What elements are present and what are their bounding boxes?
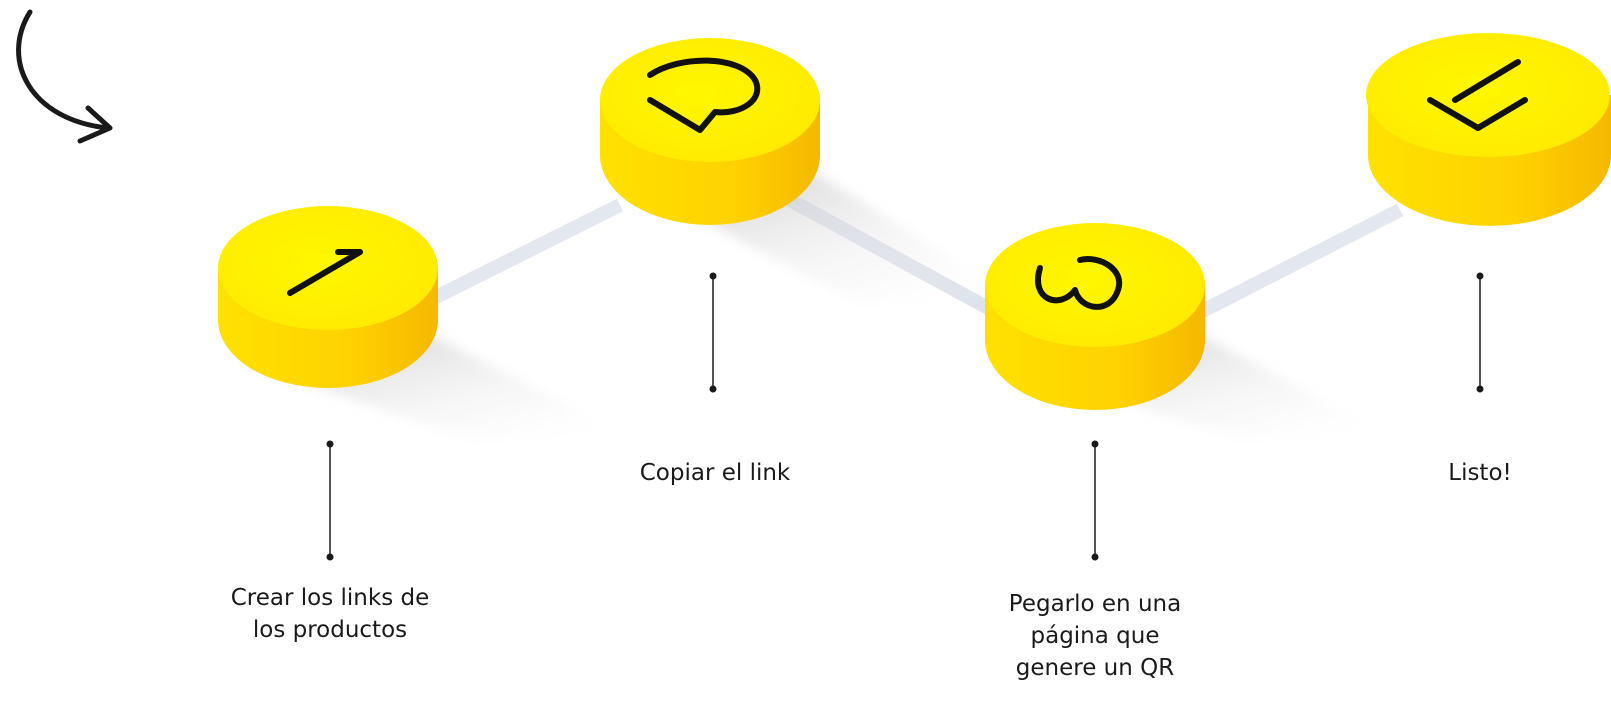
leader-dot bbox=[1476, 385, 1484, 393]
leader-dot bbox=[1476, 272, 1484, 280]
leader-dot bbox=[326, 440, 334, 448]
step-caption-2: Copiar el link bbox=[639, 460, 791, 486]
numeral-4-icon bbox=[1427, 59, 1528, 131]
step-disc-2 bbox=[600, 38, 820, 225]
curved-arrow-icon bbox=[16, 9, 113, 144]
step-disc-4 bbox=[1366, 33, 1611, 226]
step-disc-3 bbox=[985, 223, 1205, 410]
numeral-3-icon bbox=[1035, 256, 1123, 310]
leader-dot bbox=[709, 385, 717, 393]
leader-dot bbox=[1091, 553, 1099, 561]
leader-lines bbox=[329, 276, 1481, 557]
step-caption-1: Crear los links de los productos bbox=[230, 585, 430, 643]
numeral-2-icon bbox=[647, 57, 761, 133]
step-caption-4: Listo! bbox=[1448, 460, 1512, 486]
connector-3-4 bbox=[1181, 203, 1404, 327]
step-disc-1 bbox=[218, 206, 438, 388]
leader-dots bbox=[326, 272, 1484, 561]
leader-dot bbox=[326, 553, 334, 561]
leader-dot bbox=[1091, 440, 1099, 448]
leader-dot bbox=[709, 272, 717, 280]
numeral-1-icon bbox=[287, 249, 363, 296]
step-caption-3: Pegarlo en una página que genere un QR bbox=[1008, 591, 1182, 681]
connector-1-2 bbox=[426, 198, 624, 307]
